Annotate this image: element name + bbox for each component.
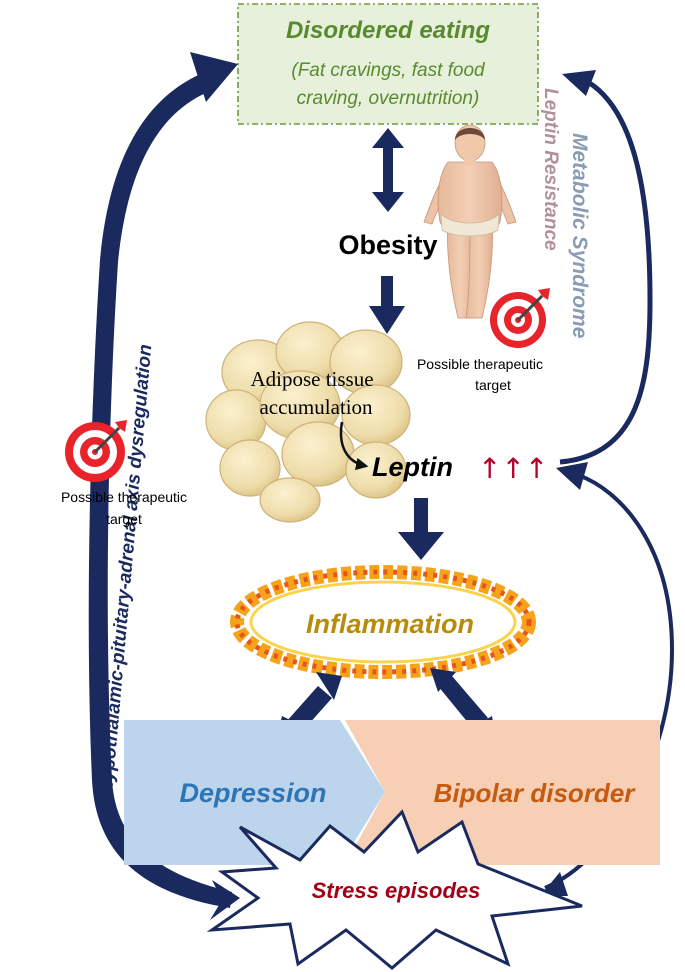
- target-left-line2: target: [106, 511, 142, 527]
- disordered-eating-sub-line1: (Fat cravings, fast food: [291, 60, 486, 81]
- target-left-line1: Possible therapeutic: [61, 489, 187, 505]
- obesity-adipose-arrow: [369, 276, 405, 334]
- target-right-line1: Possible therapeutic: [417, 356, 543, 372]
- target-icon: [65, 420, 127, 482]
- disordered-eating-sub-line2: craving, overnutrition): [297, 88, 480, 109]
- metabolic-syndrome-label: Metabolic Syndrome: [568, 133, 591, 339]
- target-icon: [490, 288, 550, 348]
- leptin-increase-arrows: ↑↑↑: [478, 452, 548, 485]
- leptin-label: Leptin: [372, 452, 453, 482]
- depression-label: Depression: [179, 778, 326, 808]
- eating-obesity-double-arrow: [372, 128, 404, 212]
- adipose-tissue-cluster: [205, 321, 411, 523]
- adipose-leptin-curved-arrow: [339, 421, 369, 471]
- target-right-line2: target: [475, 377, 511, 393]
- disordered-eating-title: Disordered eating: [286, 17, 490, 44]
- hpa-axis-arrow: [88, 52, 240, 920]
- adipose-line2: accumulation: [259, 395, 373, 419]
- leptin-resistance-label: Leptin Resistance: [540, 88, 561, 251]
- stress-label: Stress episodes: [312, 878, 481, 903]
- right-feedback-arrow: [559, 70, 653, 465]
- bipolar-label: Bipolar disorder: [434, 778, 637, 808]
- bipolar-panel: [345, 720, 660, 865]
- disordered-eating-box: Disordered eating (Fat cravings, fast fo…: [237, 3, 539, 125]
- depression-panel: [124, 720, 385, 865]
- adipose-line1: Adipose tissue: [250, 367, 373, 391]
- inflammation-ring: [230, 565, 536, 679]
- obesity-label: Obesity: [338, 230, 437, 260]
- stress-burst: [206, 809, 583, 970]
- inflammation-label: Inflammation: [306, 609, 474, 639]
- leptin-inflammation-arrow: [398, 498, 444, 560]
- obese-person-icon: [423, 124, 517, 319]
